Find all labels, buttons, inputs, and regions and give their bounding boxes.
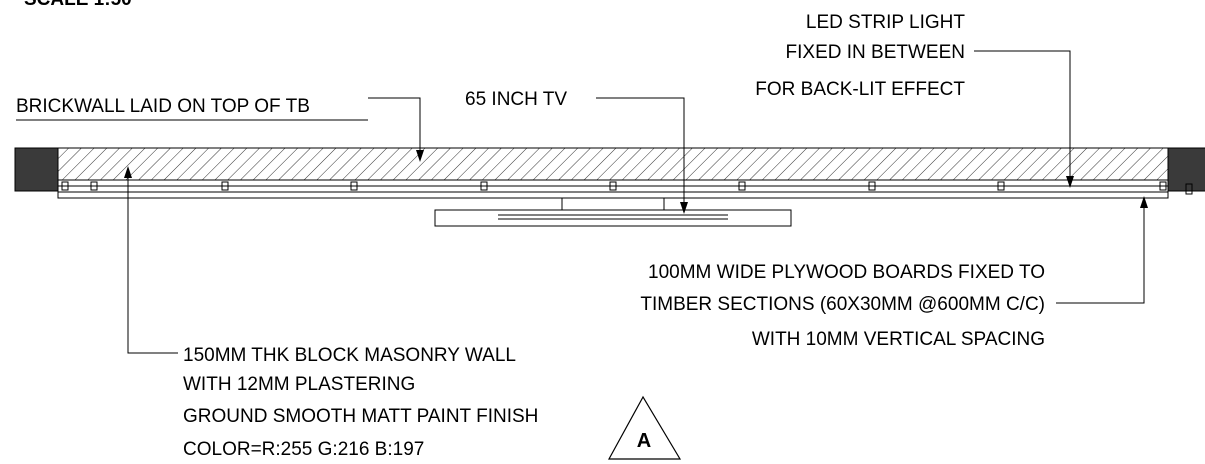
scale-label: SCALE 1:50 xyxy=(24,0,132,10)
led-arrow xyxy=(1066,176,1074,188)
plywood-label-line3: WITH 10MM VERTICAL SPACING xyxy=(752,329,1045,350)
plywood-label-line1: 100MM WIDE PLYWOOD BOARDS FIXED TO xyxy=(648,262,1045,283)
masonry-label-line4: COLOR=R:255 G:216 B:197 xyxy=(183,439,424,460)
timber-section xyxy=(868,181,876,191)
masonry-label-line1: 150MM THK BLOCK MASONRY WALL xyxy=(183,345,516,366)
timber-section xyxy=(738,181,746,191)
plywood-leader xyxy=(1056,198,1145,304)
plywood-arrow xyxy=(1140,196,1148,208)
tv-label: 65 INCH TV xyxy=(465,89,567,110)
timber-section xyxy=(61,181,69,191)
timber-section xyxy=(221,181,229,191)
tv-arrow xyxy=(680,202,688,214)
section-tag-triangle xyxy=(607,395,682,460)
led-label-line2: FIXED IN BETWEEN xyxy=(786,42,965,63)
brickwall-arrow xyxy=(416,150,424,162)
masonry-label-line2: WITH 12MM PLASTERING xyxy=(183,374,415,395)
brickwall-leader xyxy=(368,97,421,160)
timber-section xyxy=(1185,183,1193,195)
brickwall-hatch xyxy=(57,147,1169,181)
timber-section xyxy=(480,181,488,191)
timber-section xyxy=(1159,181,1167,191)
section-tag-letter: A xyxy=(637,430,651,452)
led-label-line1: LED STRIP LIGHT xyxy=(806,12,965,33)
plywood-board xyxy=(57,191,1169,199)
timber-section xyxy=(609,181,617,191)
masonry-label-line3: GROUND SMOOTH MATT PAINT FINISH xyxy=(183,406,538,427)
left-column xyxy=(14,147,59,192)
led-leader xyxy=(974,50,1071,186)
tv-leader xyxy=(596,97,685,212)
masonry-leader xyxy=(127,168,178,354)
led-label-line3: FOR BACK-LIT EFFECT xyxy=(755,79,965,100)
plywood-label-line2: TIMBER SECTIONS (60X30MM @600MM C/C) xyxy=(640,294,1045,315)
timber-section xyxy=(90,181,98,191)
tv-body xyxy=(434,209,792,227)
masonry-arrow xyxy=(124,166,132,178)
timber-sections xyxy=(61,181,1193,195)
timber-section xyxy=(997,181,1005,191)
brickwall-label: BRICKWALL LAID ON TOP OF TB xyxy=(16,96,310,117)
tv-bracket xyxy=(561,197,665,211)
timber-section xyxy=(350,181,358,191)
